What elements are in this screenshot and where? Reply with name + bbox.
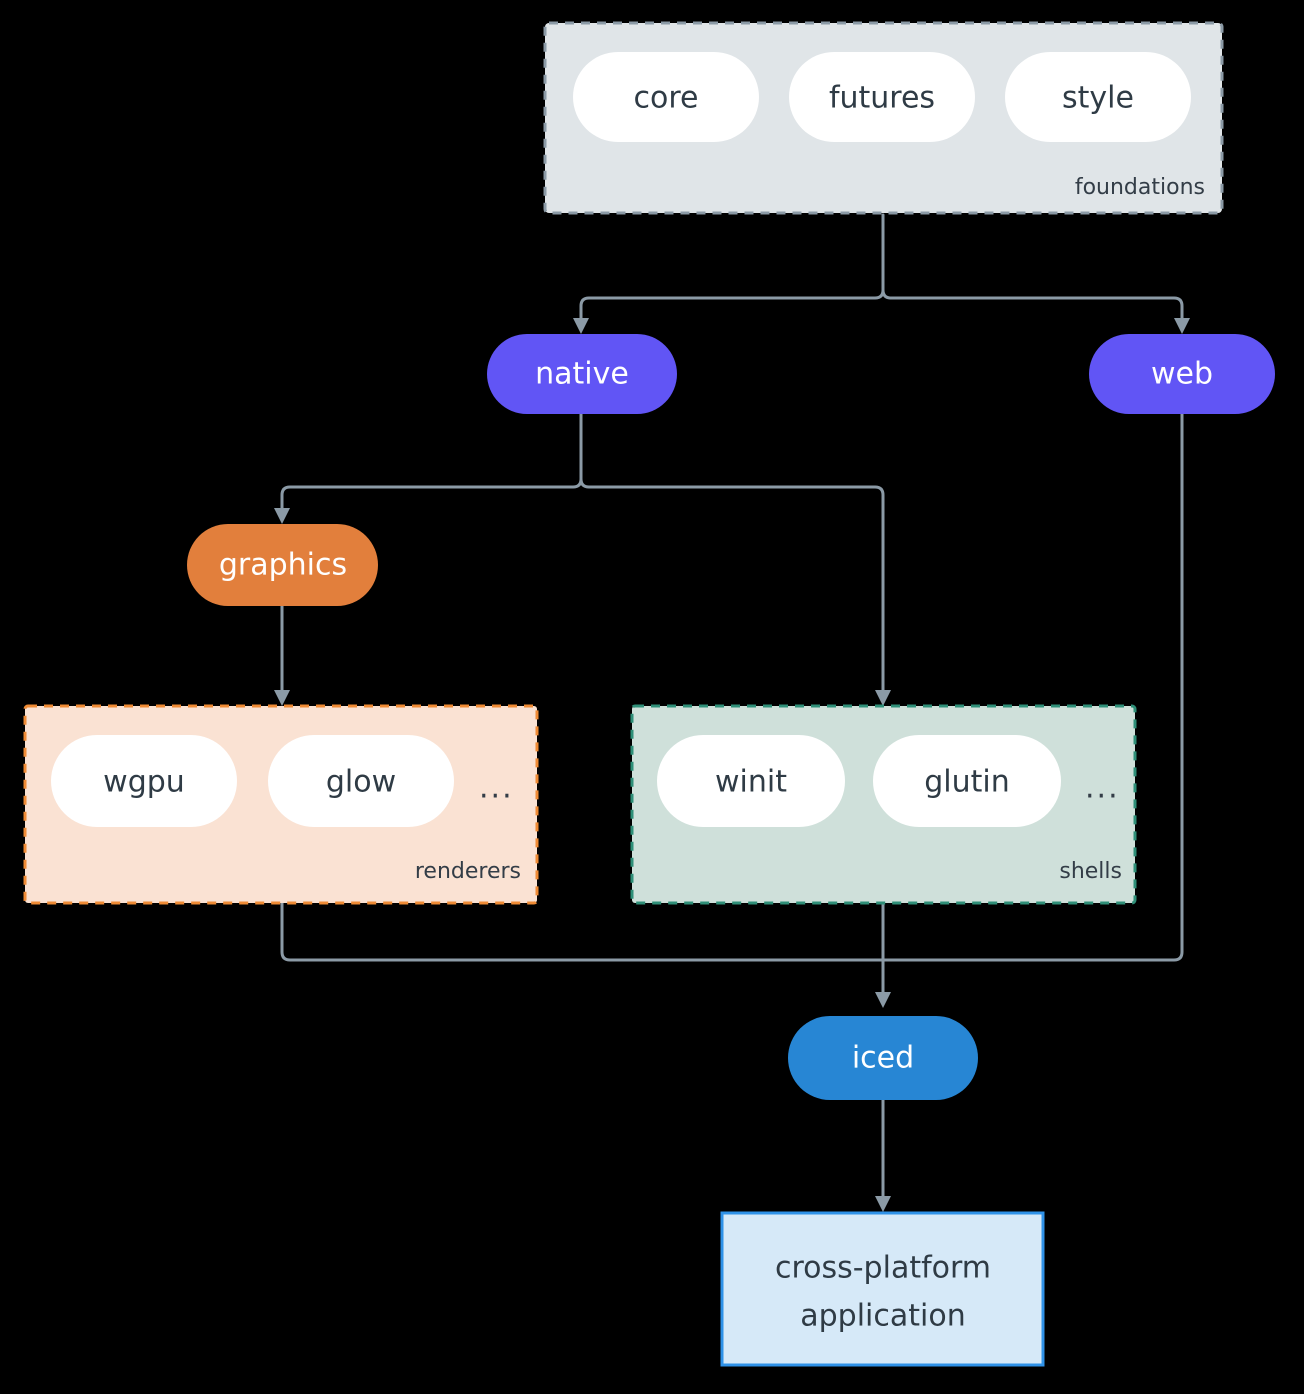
node-cross-platform-application[interactable]: cross-platform application — [720, 1211, 1045, 1367]
arrowhead-shells — [875, 690, 891, 706]
application-box — [720, 1211, 1045, 1367]
node-iced-box — [788, 1016, 978, 1100]
node-native-label: native — [535, 357, 629, 392]
arrowhead-iced — [875, 992, 891, 1008]
node-native[interactable]: native — [487, 334, 677, 414]
renderers-ellipsis: ... — [479, 771, 514, 806]
group-shells[interactable]: winit glutin ... shells — [630, 704, 1137, 905]
node-web-label: web — [1151, 357, 1213, 392]
group-foundations-caption: foundations — [1075, 175, 1205, 200]
application-label-line2: application — [800, 1299, 965, 1334]
chip-glutin-box — [873, 735, 1061, 827]
chip-style[interactable]: style — [1005, 52, 1191, 142]
chip-wgpu-box — [51, 735, 237, 827]
node-graphics-box — [187, 524, 378, 606]
group-renderers-caption: renderers — [415, 859, 521, 884]
edge-native-split-left — [280, 412, 583, 514]
chip-wgpu-label: wgpu — [103, 765, 185, 800]
node-graphics-label: graphics — [219, 548, 347, 583]
chip-futures-label: futures — [829, 81, 935, 116]
shells-ellipsis: ... — [1085, 771, 1120, 806]
chip-futures-box — [789, 52, 975, 142]
group-foundations[interactable]: core futures style foundations — [543, 21, 1224, 215]
node-native-box — [487, 334, 677, 414]
chip-core[interactable]: core — [573, 52, 759, 142]
chip-glow-label: glow — [326, 765, 396, 800]
edge-foundations-to-web — [881, 288, 1184, 324]
chip-style-box — [1005, 52, 1191, 142]
group-shells-caption: shells — [1059, 859, 1122, 884]
edge-foundations-split — [579, 213, 885, 324]
arrowhead-web — [1174, 318, 1190, 334]
chip-glutin[interactable]: glutin — [873, 735, 1061, 827]
chip-glow-box — [268, 735, 454, 827]
chip-wgpu[interactable]: wgpu — [51, 735, 237, 827]
node-iced[interactable]: iced — [788, 1016, 978, 1100]
chip-glow[interactable]: glow — [268, 735, 454, 827]
edge-renderers-to-iced — [280, 901, 885, 962]
arrowhead-native — [573, 318, 589, 334]
chip-core-box — [573, 52, 759, 142]
edge-web-to-iced — [881, 412, 1184, 962]
chip-winit-label: winit — [715, 765, 787, 800]
chip-winit[interactable]: winit — [657, 735, 845, 827]
chip-glutin-label: glutin — [924, 765, 1010, 800]
arrowhead-renderers — [274, 690, 290, 706]
arrowhead-application — [875, 1196, 891, 1212]
node-web-box — [1089, 334, 1275, 414]
chip-futures[interactable]: futures — [789, 52, 975, 142]
chip-style-label: style — [1062, 81, 1134, 116]
arrowhead-graphics — [274, 508, 290, 524]
node-iced-label: iced — [852, 1041, 914, 1076]
node-web[interactable]: web — [1089, 334, 1275, 414]
application-label-line1: cross-platform — [775, 1251, 991, 1286]
node-graphics[interactable]: graphics — [187, 524, 378, 606]
chip-core-label: core — [634, 81, 699, 116]
chip-winit-box — [657, 735, 845, 827]
group-renderers[interactable]: wgpu glow ... renderers — [23, 704, 539, 905]
edge-native-split-right — [579, 477, 885, 696]
edge-layer — [274, 213, 1190, 1212]
